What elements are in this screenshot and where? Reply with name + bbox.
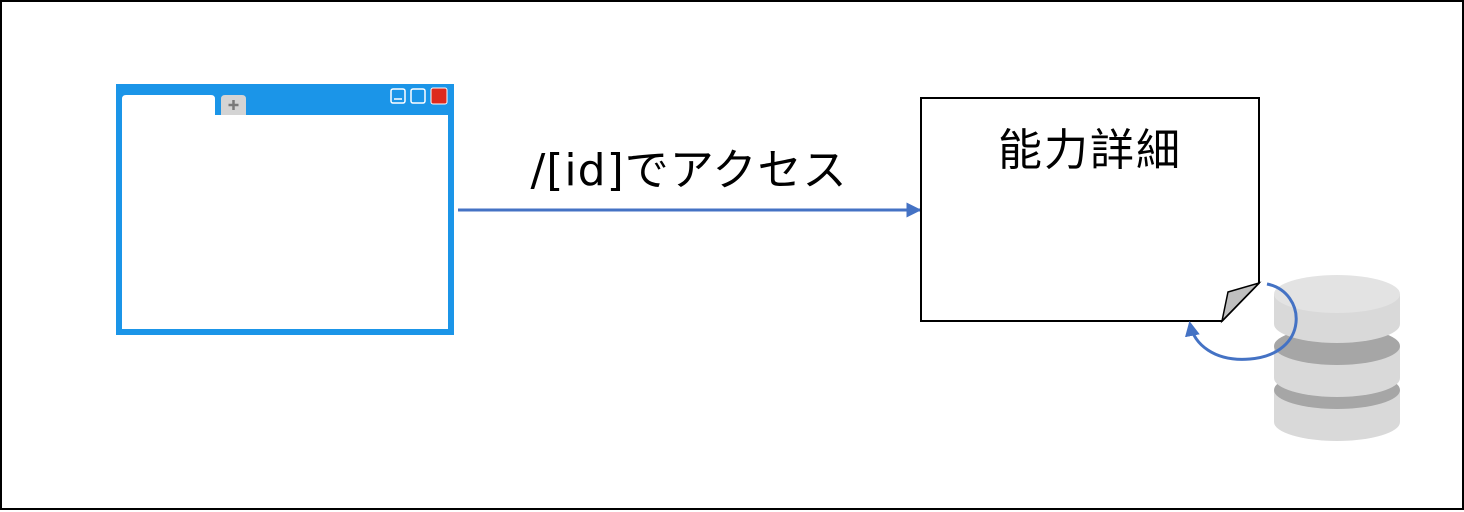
- page-document: [920, 97, 1262, 324]
- minimize-icon: [390, 88, 406, 104]
- new-tab-plus-icon: [221, 95, 246, 115]
- arrow-label: /[id]でアクセス: [530, 145, 848, 196]
- close-icon: [430, 87, 448, 105]
- page-title: 能力詳細: [998, 125, 1182, 176]
- database-icon: [1274, 275, 1400, 441]
- browser-tab: [122, 95, 215, 115]
- browser-window-icon: [116, 84, 454, 335]
- page-fold-corner: [1220, 281, 1262, 324]
- data-fetch-arrow: [1185, 282, 1298, 361]
- maximize-icon: [410, 88, 426, 104]
